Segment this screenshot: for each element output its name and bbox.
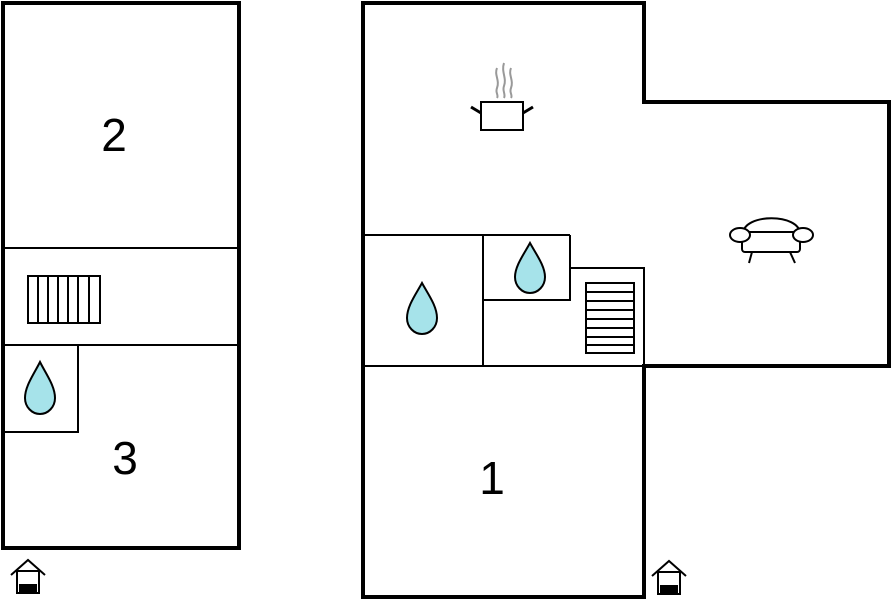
stairs-icon [585,282,635,354]
right-stair-wall [570,267,645,366]
left-floor-outer-wall [1,1,241,550]
stairs-icon [27,275,101,324]
right-wc-wall [483,235,571,301]
water-drop-icon [513,240,547,295]
left-floor-plan: 2 3 [1,1,241,594]
left-bathroom-wall [3,345,79,433]
cooking-pot-icon [470,62,534,131]
right-floor-plan: 1 [361,1,891,599]
water-drop-icon [405,280,439,336]
room-number-1: 1 [479,452,505,504]
room-number-3: 3 [112,432,138,484]
room-number-2: 2 [101,109,127,161]
right-floor-outer-wall [361,1,891,599]
water-drop-icon [23,359,57,416]
entrance-house-icon [651,559,687,595]
entrance-house-icon [10,558,46,594]
sofa-icon [729,217,814,264]
